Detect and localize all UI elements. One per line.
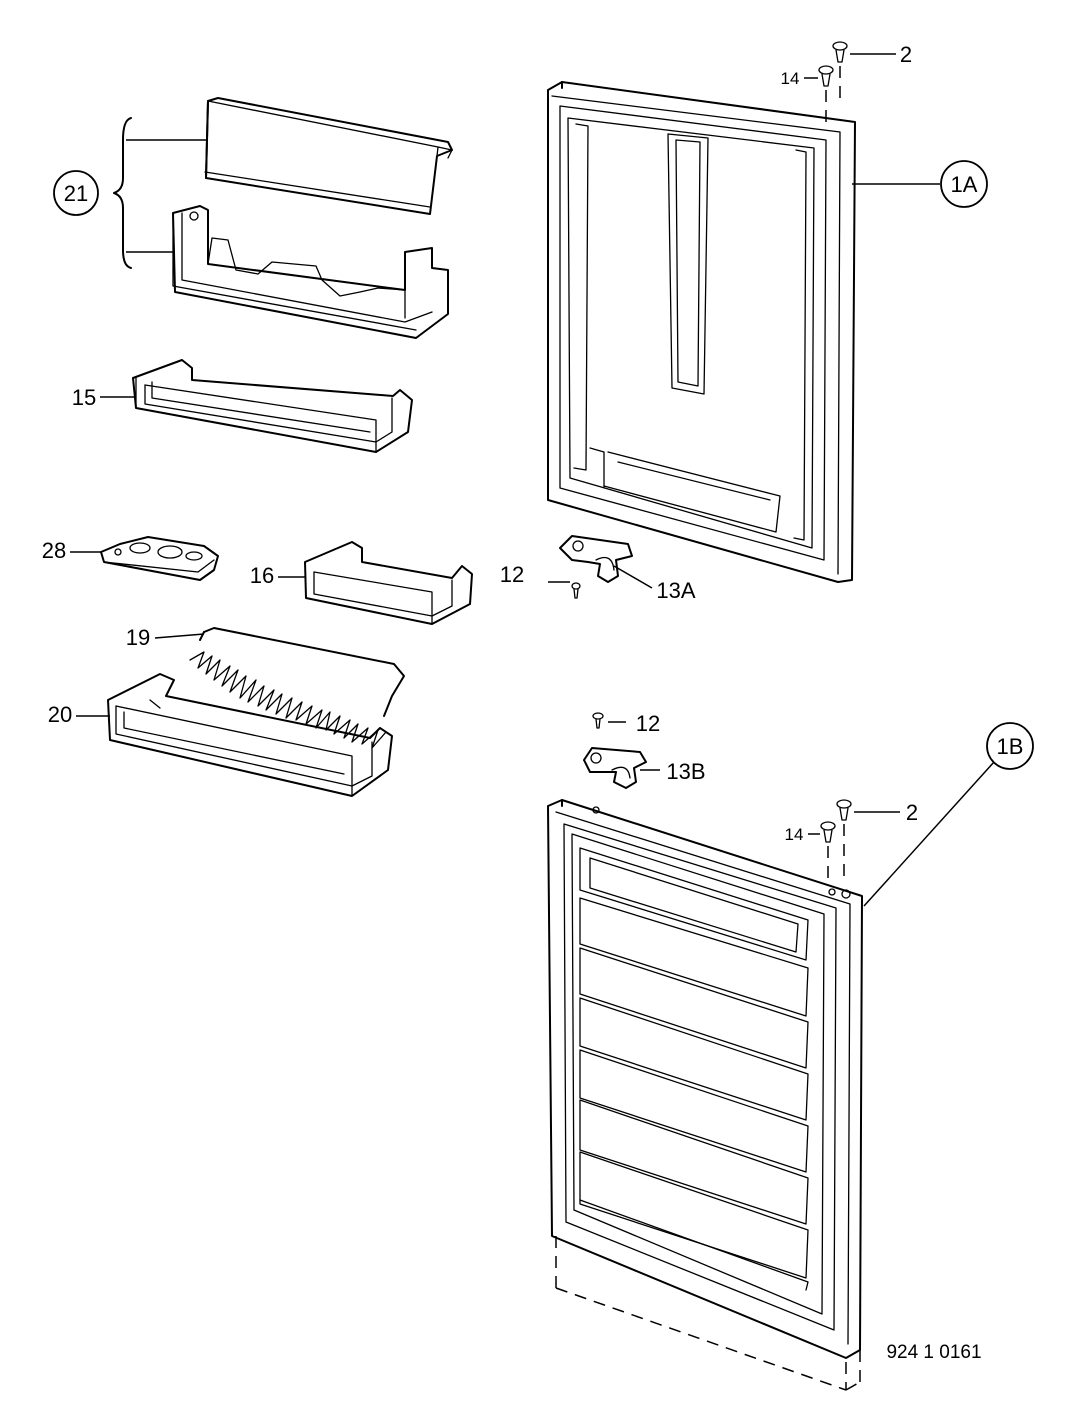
- svg-text:21: 21: [64, 181, 88, 206]
- screw-icon: [548, 581, 581, 599]
- svg-text:14: 14: [785, 825, 804, 844]
- svg-text:1A: 1A: [951, 172, 978, 197]
- label-14-bottom: 14: [785, 825, 820, 844]
- part-1a-upper-door: [547, 81, 856, 583]
- label-16: 16: [250, 563, 306, 588]
- label-12-bottom: 12: [608, 711, 660, 736]
- part-28-bracket: [100, 536, 219, 581]
- svg-text:28: 28: [42, 538, 66, 563]
- label-12-top: 12: [500, 562, 524, 587]
- part-20-bottle-bin: [107, 673, 393, 797]
- hinge-bracket-icon: [583, 747, 647, 789]
- label-28: 28: [42, 538, 101, 563]
- label-21: 21: [53, 170, 99, 216]
- screw-icon: [592, 712, 604, 729]
- part-15-door-bin: [132, 359, 413, 453]
- label-14-top: 14: [781, 69, 818, 88]
- svg-text:13A: 13A: [656, 578, 695, 603]
- screw-icon: [836, 799, 852, 882]
- label-13b: 13B: [640, 759, 706, 784]
- label-19: 19: [126, 625, 205, 650]
- label-2-top: 2: [850, 42, 912, 67]
- label-2-bottom: 2: [854, 800, 918, 825]
- label-1b: 1B: [863, 722, 1034, 907]
- part-21-door-rack: [172, 205, 449, 339]
- svg-text:14: 14: [781, 69, 800, 88]
- svg-text:2: 2: [900, 42, 912, 67]
- part-21-brace: [113, 117, 206, 269]
- part-1b-lower-door: [547, 799, 863, 1391]
- part-21-shelf-lid: [204, 97, 453, 215]
- screw-icon: [820, 821, 836, 878]
- part-16-small-bin: [304, 541, 473, 625]
- svg-text:13B: 13B: [666, 759, 705, 784]
- label-20: 20: [48, 702, 110, 727]
- label-15: 15: [72, 385, 136, 410]
- svg-text:19: 19: [126, 625, 150, 650]
- part-19-wire-rack: [189, 627, 405, 749]
- svg-text:12: 12: [636, 711, 660, 736]
- screw-icon: [832, 41, 848, 100]
- drawing-code: 924 1 0161: [886, 1342, 981, 1363]
- svg-text:1B: 1B: [997, 734, 1024, 759]
- svg-text:20: 20: [48, 702, 72, 727]
- label-1a: 1A: [852, 160, 988, 208]
- svg-text:15: 15: [72, 385, 96, 410]
- screw-icon: [818, 65, 834, 122]
- svg-text:12: 12: [500, 562, 524, 587]
- svg-text:2: 2: [906, 800, 918, 825]
- svg-text:16: 16: [250, 563, 274, 588]
- label-13a: 13A: [613, 565, 696, 603]
- hinge-bracket-icon: [559, 535, 633, 583]
